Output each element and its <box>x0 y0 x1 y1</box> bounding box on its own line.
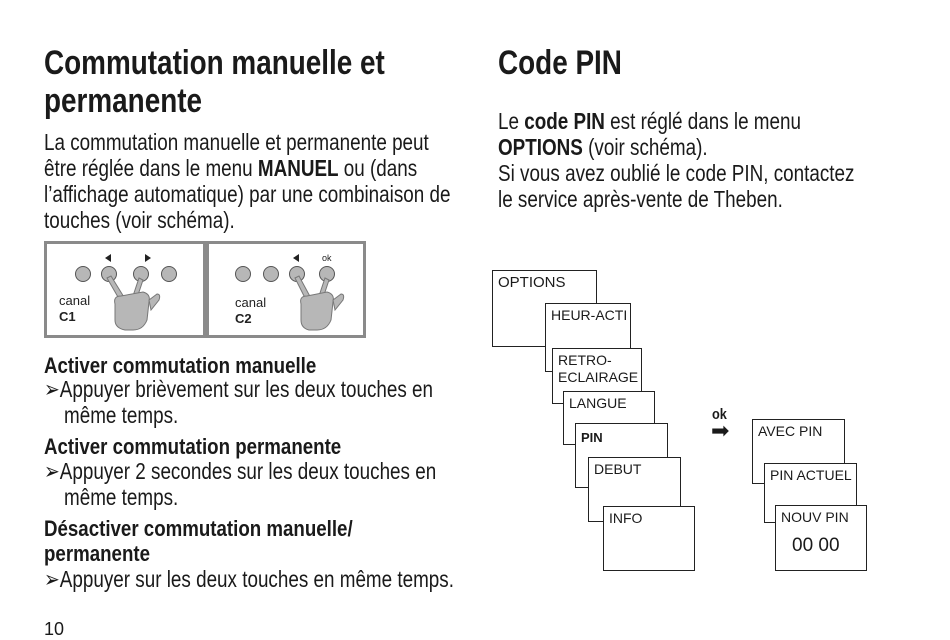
section-bullet-deactivate: ➢Appuyer sur les deux touches en même te… <box>44 566 454 592</box>
intro-line-2a: être réglée dans le menu <box>44 155 258 181</box>
ok-label: ok <box>712 406 727 423</box>
panel-c2-ok: ok <box>322 253 332 263</box>
key-button-icon <box>263 266 279 282</box>
section-heading-deactivate-2: permanente <box>44 541 151 566</box>
section-bullet-permanent-cont: même temps. <box>64 484 179 510</box>
menu-box-info: INFO <box>603 506 695 571</box>
left-arrow-icon <box>293 254 299 262</box>
hand-pressing-icon <box>106 275 161 331</box>
section-bullet-permanent: ➢Appuyer 2 secondes sur les deux touches… <box>44 458 437 484</box>
left-title-line-1: Commutation manuelle et <box>44 44 385 82</box>
section-heading-deactivate: Désactiver commutation manuelle/ <box>44 516 353 541</box>
left-title-line-2: permanente <box>44 82 203 120</box>
left-intro: La commutation manuelle et permanente pe… <box>44 129 540 233</box>
pin-line-4: le service après-vente de Theben. <box>498 186 783 212</box>
panel-c1-canal: canal <box>59 293 90 308</box>
intro-line-2c: ou (dans <box>338 155 418 181</box>
page-number: 10 <box>44 619 65 639</box>
pin-line-1c: est réglé dans le menu <box>604 108 801 134</box>
keys-illustration-c2: ok canal C2 <box>235 253 345 331</box>
key-panel-c1: canal C1 <box>44 241 206 338</box>
pin-code-bold: code PIN <box>524 108 605 134</box>
pin-line-2c: (voir schéma). <box>582 134 708 160</box>
right-arrow-icon <box>145 254 151 262</box>
key-button-icon <box>235 266 251 282</box>
keys-illustration-c1: canal C1 <box>59 254 177 331</box>
right-text: Le code PIN est réglé dans le menu OPTIO… <box>498 108 933 212</box>
panel-c2-canal: canal <box>235 295 266 310</box>
key-panel-c2: ok canal C2 <box>206 241 366 338</box>
left-title: Commutation manuelle et permanente <box>44 44 460 120</box>
left-arrow-icon <box>105 254 111 262</box>
hand-pressing-icon <box>294 275 345 331</box>
section-bullet-manual: ➢Appuyer brièvement sur les deux touches… <box>44 376 434 402</box>
key-button-icon <box>161 266 177 282</box>
panel-c2-channel: C2 <box>235 311 252 326</box>
key-button-icon <box>75 266 91 282</box>
section-heading-manual: Activer commutation manuelle <box>44 353 317 378</box>
panel-c1-channel: C1 <box>59 309 76 324</box>
right-arrow-icon: ➡ <box>711 419 730 444</box>
intro-line-3: l’affichage automatique) par une combina… <box>44 181 451 207</box>
pin-line-1a: Le <box>498 108 525 134</box>
right-title: Code PIN <box>498 44 622 82</box>
intro-line-1: La commutation manuelle et permanente pe… <box>44 129 429 155</box>
pin-options-bold: OPTIONS <box>498 134 583 160</box>
section-bullet-manual-cont: même temps. <box>64 402 179 428</box>
section-heading-permanent: Activer commutation permanente <box>44 434 342 459</box>
pin-menu-nouv-pin: NOUV PIN 00 00 <box>775 505 867 571</box>
intro-menu-manuel: MANUEL <box>257 155 339 181</box>
pin-value: 00 00 <box>792 535 840 556</box>
pin-line-3: Si vous avez oublié le code PIN, contact… <box>498 160 855 186</box>
intro-line-4: touches (voir schéma). <box>44 207 235 233</box>
